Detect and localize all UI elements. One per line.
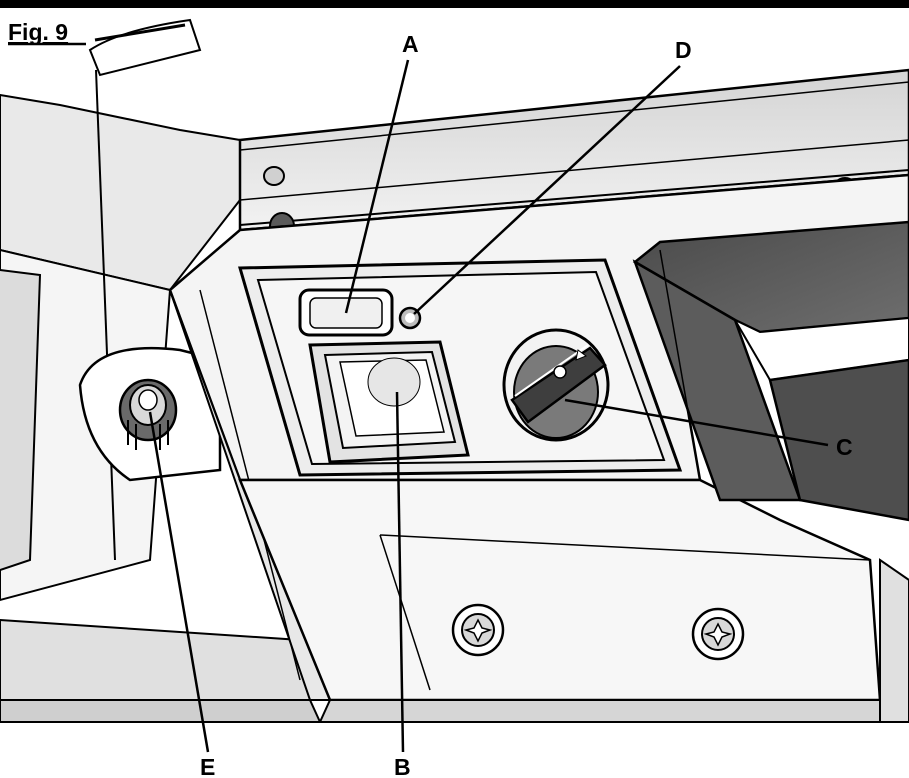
lower-screw-right [691, 607, 745, 661]
right-handle [632, 220, 909, 522]
top-rule [0, 0, 909, 8]
figure-label: Fig. 9 [8, 19, 68, 45]
leader-line-c [564, 398, 829, 447]
callout-label-b: B [394, 754, 411, 778]
callout-label-e: E [200, 754, 215, 778]
callout-label-d: D [675, 37, 692, 63]
leader-line-d [413, 65, 681, 315]
leader-line-a [344, 59, 410, 314]
callout-label-c: C [836, 434, 853, 460]
leader-line-e [148, 411, 210, 753]
leader-line-b [395, 391, 405, 753]
callout-label-a: A [402, 31, 419, 57]
speed-knob-c [502, 328, 610, 442]
leader-lines [148, 59, 829, 753]
upper-panel [238, 68, 909, 240]
trigger-button-b [308, 340, 470, 464]
lower-screw-left [451, 603, 505, 657]
